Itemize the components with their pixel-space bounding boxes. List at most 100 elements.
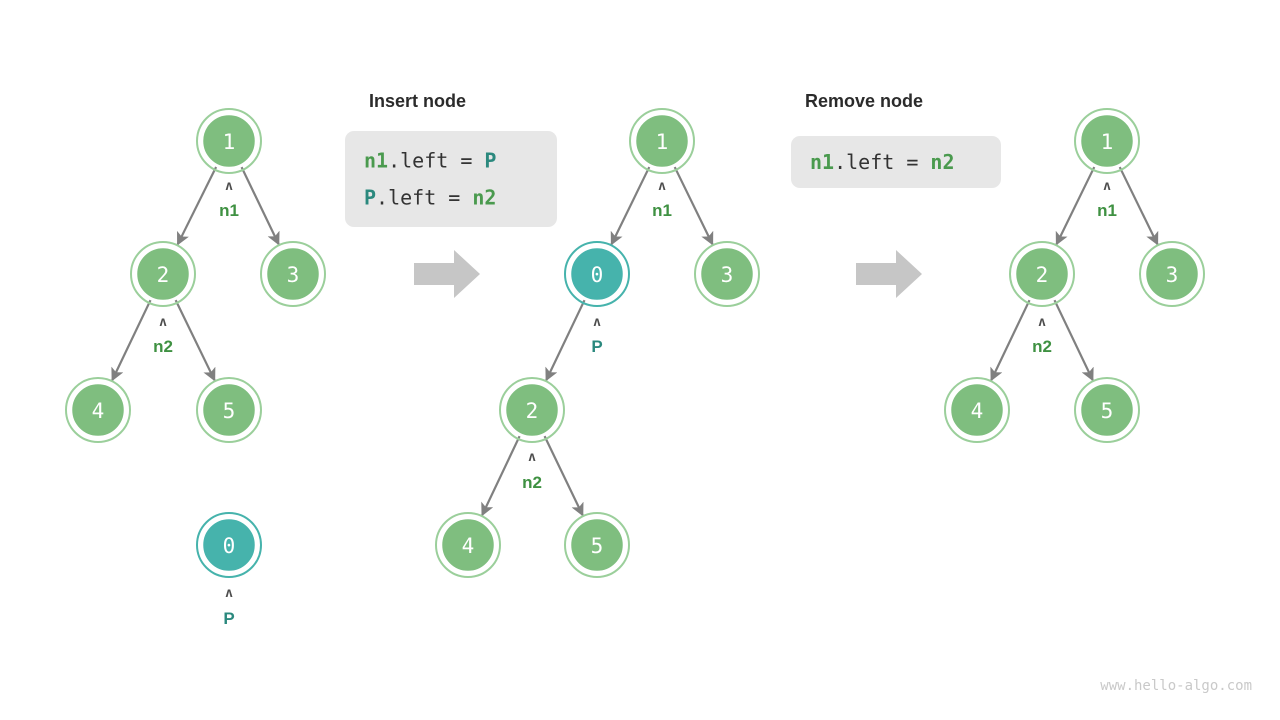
pointer-n1-before: ʌn1 bbox=[219, 179, 239, 220]
node-value-label: 1 bbox=[1101, 130, 1114, 154]
pointer-n1-insert: ʌn1 bbox=[652, 179, 672, 220]
node-body bbox=[200, 516, 258, 574]
edge-2-4 bbox=[990, 299, 1031, 382]
transition-arrow-1 bbox=[414, 250, 480, 298]
node-4-remove[interactable]: 4 bbox=[944, 377, 1010, 443]
node-5-before[interactable]: 5 bbox=[196, 377, 262, 443]
node-value-label: 4 bbox=[92, 399, 105, 423]
node-body bbox=[1013, 245, 1071, 303]
node-0-insert[interactable]: 0 bbox=[564, 241, 630, 307]
code-line: n1.left = P bbox=[364, 149, 496, 173]
node-body bbox=[439, 516, 497, 574]
node-outer-ring bbox=[1009, 241, 1075, 307]
code-token: .left = bbox=[376, 186, 472, 210]
node-body bbox=[69, 381, 127, 439]
code-box-background bbox=[345, 131, 557, 227]
transition-arrow-2 bbox=[856, 250, 922, 298]
node-body bbox=[633, 112, 691, 170]
node-value-label: 5 bbox=[223, 399, 236, 423]
code-token: n1 bbox=[810, 150, 834, 174]
node-2-insert[interactable]: 2 bbox=[499, 377, 565, 443]
node-outer-ring bbox=[435, 512, 501, 578]
node-outer-ring bbox=[629, 108, 695, 174]
edge-2-4 bbox=[481, 435, 521, 517]
node-body bbox=[698, 245, 756, 303]
node-1-before[interactable]: 1 bbox=[196, 108, 262, 174]
code-token: n2 bbox=[472, 186, 496, 210]
node-value-label: 3 bbox=[1166, 263, 1179, 287]
pointer-label: n2 bbox=[522, 473, 542, 492]
code-token: P bbox=[484, 149, 496, 173]
edge-2-5 bbox=[543, 435, 584, 517]
caret-up-icon: ʌ bbox=[159, 315, 167, 330]
caret-up-icon: ʌ bbox=[658, 179, 666, 194]
node-body bbox=[134, 245, 192, 303]
node-value-label: 1 bbox=[656, 130, 669, 154]
pointer-n1-remove: ʌ n1 bbox=[1097, 179, 1117, 220]
caret-up-icon: ʌ bbox=[1103, 179, 1111, 194]
pointer-label: n1 bbox=[219, 201, 239, 220]
node-outer-ring bbox=[1074, 377, 1140, 443]
node-body bbox=[200, 112, 258, 170]
node-2-remove[interactable]: 2 bbox=[1009, 241, 1075, 307]
node-outer-ring bbox=[196, 108, 262, 174]
node-1-insert[interactable]: 1 bbox=[629, 108, 695, 174]
caret-up-icon: ʌ bbox=[528, 450, 536, 465]
pointer-label: P bbox=[591, 337, 602, 356]
node-body bbox=[568, 516, 626, 574]
node-outer-ring bbox=[564, 241, 630, 307]
watermark: www.hello-algo.com bbox=[1100, 678, 1252, 694]
pointer-label: n2 bbox=[153, 337, 173, 356]
node-4-insert[interactable]: 4 bbox=[435, 512, 501, 578]
node-4-before[interactable]: 4 bbox=[65, 377, 131, 443]
node-0-before[interactable]: 0 bbox=[196, 512, 262, 578]
edge-2-4 bbox=[111, 299, 152, 382]
node-value-label: 2 bbox=[157, 263, 170, 287]
node-value-label: 4 bbox=[971, 399, 984, 423]
node-outer-ring bbox=[260, 241, 326, 307]
node-body bbox=[1078, 381, 1136, 439]
pointer-p-before: ʌP bbox=[223, 586, 234, 628]
node-1-remove[interactable]: 1 bbox=[1074, 108, 1140, 174]
edge-1-3 bbox=[1118, 166, 1159, 246]
node-outer-ring bbox=[944, 377, 1010, 443]
code-box-insert: n1.left = PP.left = n2 bbox=[345, 131, 557, 227]
node-body bbox=[1078, 112, 1136, 170]
node-5-insert[interactable]: 5 bbox=[564, 512, 630, 578]
node-value-label: 2 bbox=[1036, 263, 1049, 287]
pointer-n2-remove: ʌn2 bbox=[1032, 315, 1052, 356]
section-title-remove: Remove node bbox=[805, 91, 923, 111]
node-body bbox=[200, 381, 258, 439]
node-3-insert[interactable]: 3 bbox=[694, 241, 760, 307]
code-token: P bbox=[364, 186, 376, 210]
node-body bbox=[568, 245, 626, 303]
pointer-label: n1 bbox=[1097, 201, 1117, 220]
edge-1-0 bbox=[610, 166, 651, 246]
transition-arrows-layer bbox=[414, 250, 922, 298]
node-5-remove[interactable]: 5 bbox=[1074, 377, 1140, 443]
pointer-n2-before: ʌ n2 bbox=[153, 315, 173, 356]
node-outer-ring bbox=[196, 377, 262, 443]
node-3-remove[interactable]: 3 bbox=[1139, 241, 1205, 307]
node-body bbox=[1143, 245, 1201, 303]
node-body bbox=[264, 245, 322, 303]
edge-1-3 bbox=[673, 166, 714, 246]
node-3-before[interactable]: 3 bbox=[260, 241, 326, 307]
edge-2-5 bbox=[174, 299, 216, 382]
node-outer-ring bbox=[694, 241, 760, 307]
edge-2-5 bbox=[1053, 299, 1094, 382]
code-line: n1.left = n2 bbox=[810, 150, 955, 174]
node-outer-ring bbox=[499, 377, 565, 443]
caret-up-icon: ʌ bbox=[225, 586, 233, 601]
code-box-background bbox=[791, 136, 1001, 188]
node-value-label: 3 bbox=[721, 263, 734, 287]
edge-0-2 bbox=[545, 299, 586, 382]
node-value-label: 5 bbox=[1101, 399, 1114, 423]
pointer-n2-insert: ʌ n2 bbox=[522, 450, 542, 492]
node-2-before[interactable]: 2 bbox=[130, 241, 196, 307]
